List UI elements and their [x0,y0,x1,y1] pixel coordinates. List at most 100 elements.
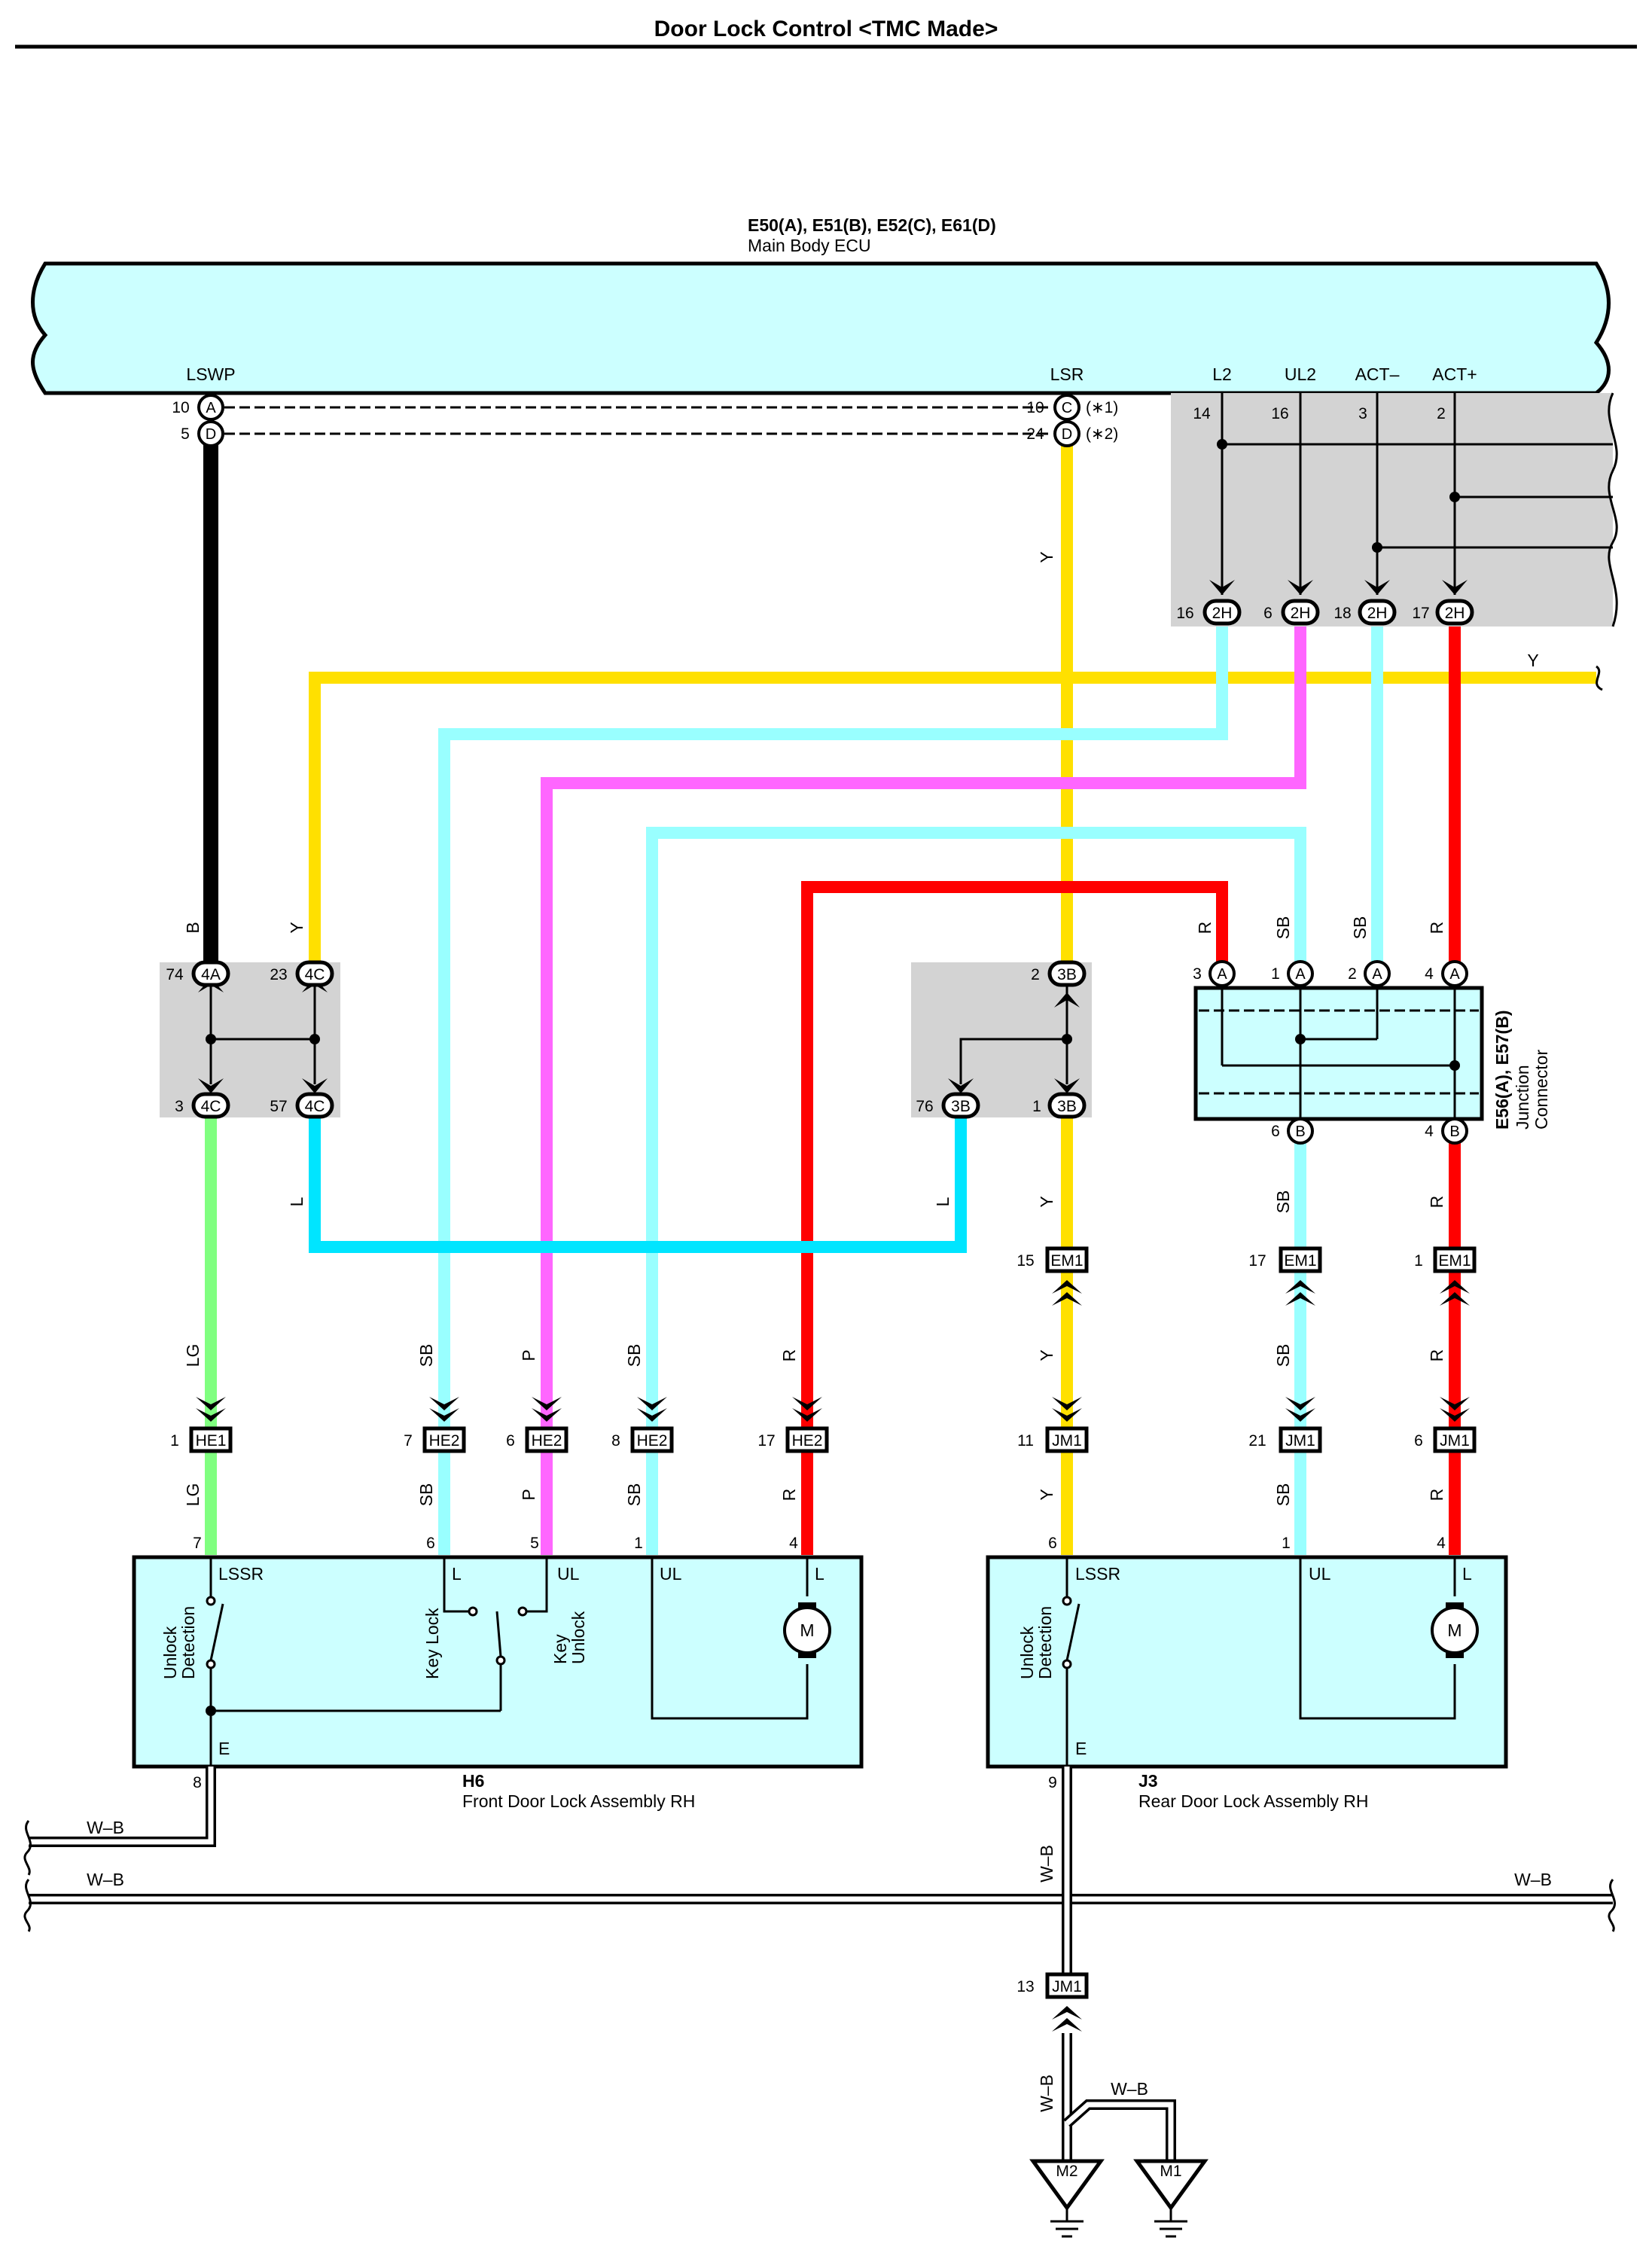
connector-em1-group: EM1 EM1 EM1 15 17 1 [1016,1246,1477,1306]
svg-text:4C: 4C [305,1098,325,1115]
svg-text:D: D [206,426,216,443]
svg-text:A: A [1449,966,1460,983]
svg-text:A: A [1217,966,1227,983]
ecu-actm-label: ACT– [1355,364,1400,384]
svg-text:1: 1 [634,1535,643,1552]
svg-text:SB: SB [1273,1190,1293,1214]
svg-text:E56(A), E57(B): E56(A), E57(B) [1492,1011,1512,1130]
ecu-lsr-label: LSR [1050,364,1084,384]
svg-text:8: 8 [611,1432,620,1450]
svg-text:A: A [1372,966,1382,983]
svg-text:3: 3 [1358,405,1367,422]
svg-text:SB: SB [1273,1344,1293,1367]
svg-text:L: L [933,1197,952,1206]
svg-text:B: B [1449,1123,1459,1140]
svg-text:EM1: EM1 [1438,1252,1471,1270]
svg-text:6: 6 [1271,1123,1280,1140]
svg-text:D: D [1062,426,1072,443]
svg-text:SB: SB [624,1483,644,1507]
svg-text:2: 2 [1031,966,1040,983]
svg-text:SB: SB [1273,916,1293,940]
svg-text:14: 14 [1193,405,1211,422]
svg-text:Key: Key [550,1634,570,1664]
svg-text:JM1: JM1 [1285,1432,1315,1450]
svg-text:R: R [1427,1349,1446,1362]
svg-text:Y: Y [1527,651,1538,670]
svg-text:B: B [1295,1123,1305,1140]
connector-he-jm-group: HE1 HE2 HE2 HE2 HE2 JM1 JM1 JM1 1 7 6 8 … [170,1397,1477,1453]
wire-pink-ul2 [541,626,1306,1398]
svg-text:Y: Y [287,922,306,933]
svg-text:7: 7 [193,1535,202,1552]
svg-text:SB: SB [624,1344,644,1367]
svg-text:L: L [452,1564,462,1584]
svg-text:17: 17 [1248,1252,1266,1270]
svg-text:1: 1 [1414,1252,1423,1270]
svg-text:R: R [779,1489,799,1501]
svg-text:J3: J3 [1138,1771,1158,1791]
svg-text:2: 2 [1348,965,1357,983]
svg-text:H6: H6 [462,1771,484,1791]
svg-text:1: 1 [1271,965,1280,983]
svg-text:5: 5 [530,1535,539,1552]
wire-blue-l [309,1105,967,1253]
connector-2h-group: 2H 2H 2H 2H 16 6 18 17 [1176,580,1474,626]
ecu-dashed-links [224,406,1053,435]
svg-text:16: 16 [1271,405,1288,422]
svg-text:B: B [183,922,203,933]
rear-door-lock-assembly: 6 1 4 LSSR UL L E Unlock Detection M 9 J… [986,1535,1508,1811]
svg-text:1: 1 [1032,1098,1041,1115]
svg-text:Y: Y [1037,1349,1056,1361]
junction-connector-e56-e57: A A A A B B 3 1 2 4 6 4 E56(A), E57(B) J… [1193,960,1551,1145]
svg-text:R: R [1427,1489,1446,1501]
svg-text:4: 4 [1437,1535,1446,1552]
svg-text:(∗1): (∗1) [1086,399,1118,416]
svg-text:6: 6 [1048,1535,1057,1552]
svg-text:23: 23 [270,966,287,983]
svg-text:3B: 3B [1057,966,1077,983]
svg-text:2H: 2H [1291,605,1311,622]
svg-text:Junction: Junction [1513,1065,1532,1130]
svg-text:5: 5 [181,425,190,443]
svg-text:6: 6 [1263,605,1273,622]
wire-sb-a1 [646,827,1306,1398]
svg-text:Detection: Detection [1035,1606,1055,1679]
svg-text:Unlock: Unlock [160,1626,180,1679]
page-title: Door Lock Control <TMC Made> [654,17,998,41]
svg-text:6: 6 [506,1432,515,1450]
svg-text:HE2: HE2 [429,1432,460,1450]
svg-text:A: A [1295,966,1306,983]
svg-text:(∗2): (∗2) [1086,425,1118,443]
svg-text:E: E [218,1739,230,1758]
svg-text:2: 2 [1437,405,1446,422]
svg-text:E: E [1075,1739,1087,1758]
svg-text:LSSR: LSSR [218,1564,264,1584]
wires [203,443,1596,1555]
svg-text:1: 1 [1282,1535,1291,1552]
svg-text:W–B: W–B [1514,1870,1552,1889]
svg-text:2H: 2H [1367,605,1388,622]
svg-text:13: 13 [1016,1978,1034,1995]
svg-text:16: 16 [1176,605,1193,622]
svg-text:JM1: JM1 [1052,1432,1082,1450]
svg-text:Key Lock: Key Lock [422,1608,442,1679]
svg-text:3: 3 [175,1098,184,1115]
svg-text:LG: LG [183,1344,203,1367]
svg-text:4C: 4C [305,966,325,983]
svg-text:P: P [519,1489,538,1500]
ecu-internal-block: 14 16 3 2 [1171,392,1618,627]
svg-text:Y: Y [1037,1196,1056,1207]
ground-wiring: W–B W–B W–B W–B JM1 13 W–B W–B M2 M1 [23,1767,1617,2238]
svg-text:Rear Door Lock Assembly RH: Rear Door Lock Assembly RH [1138,1791,1369,1811]
svg-text:UL: UL [1309,1564,1331,1584]
svg-text:W–B: W–B [1037,2075,1056,2112]
svg-text:6: 6 [426,1535,435,1552]
svg-text:SB: SB [1350,916,1370,940]
ecu-pins: A D 10 5 C D 10 24 (∗1) (∗2) [172,394,1118,447]
svg-text:74: 74 [166,966,184,983]
svg-text:2H: 2H [1212,605,1233,622]
svg-text:4: 4 [1425,965,1434,983]
svg-text:Connector: Connector [1532,1050,1551,1130]
svg-text:3B: 3B [1057,1098,1077,1115]
junction-4a-4c: 4A 4C 4C 4C 74 23 3 57 [160,960,340,1119]
